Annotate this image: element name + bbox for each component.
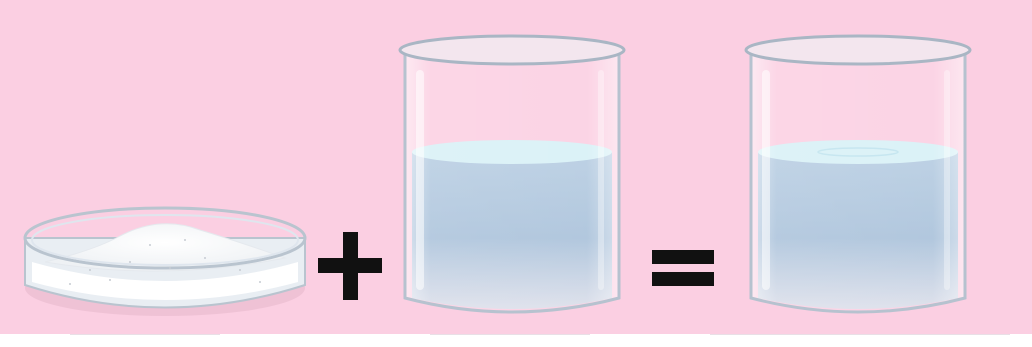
beaker-2-rim	[744, 34, 972, 66]
dish-rim	[23, 206, 307, 270]
dish-rim-inner	[31, 214, 299, 266]
label-strip-2	[430, 334, 590, 347]
beaker-2-glass	[749, 52, 967, 314]
label-strip-1	[70, 334, 220, 347]
beaker-2-highlight	[762, 70, 770, 290]
beaker-1-glass	[403, 52, 621, 314]
beaker-2-highlight-right	[944, 70, 950, 290]
petri-dish-with-powder	[23, 206, 307, 316]
plus-operator	[318, 232, 382, 300]
beaker-1-highlight	[416, 70, 424, 290]
powder-base	[32, 262, 298, 300]
beaker-2-solution	[744, 34, 972, 314]
powder-speckles	[69, 239, 261, 285]
equals-operator	[652, 250, 714, 286]
beaker-1-highlight-right	[598, 70, 604, 290]
beaker-1-rim	[398, 34, 626, 66]
powder-mound	[44, 223, 287, 272]
beaker-1-water	[398, 34, 626, 314]
label-strip-3	[710, 334, 1010, 347]
